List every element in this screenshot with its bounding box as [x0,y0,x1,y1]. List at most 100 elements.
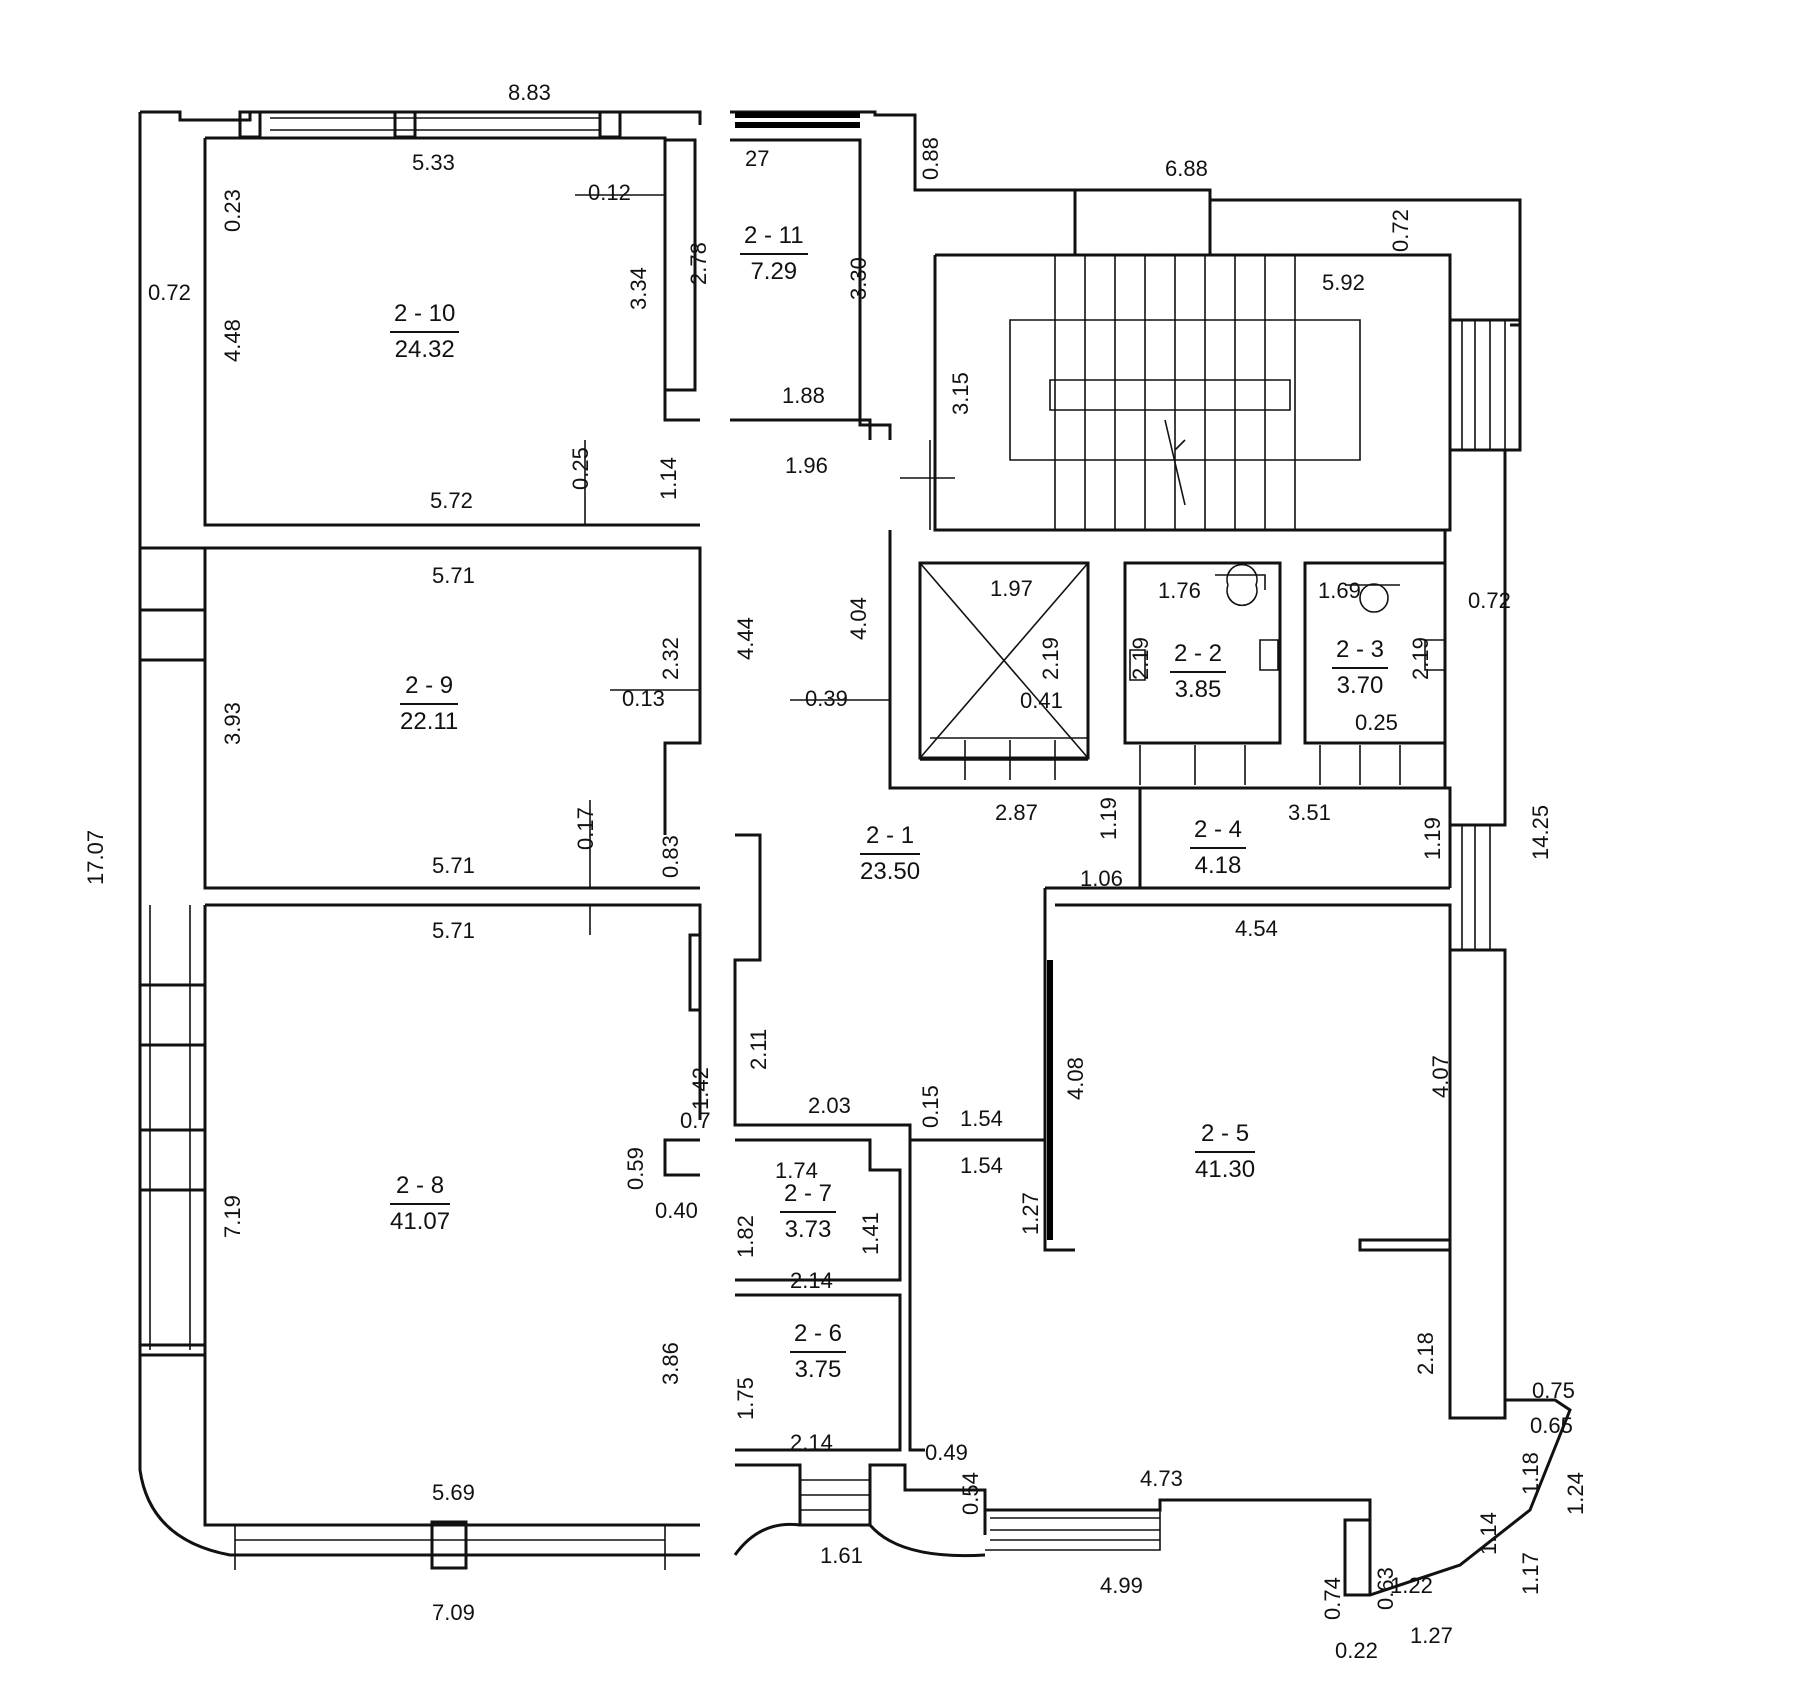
dim-label: 1.22 [1390,1573,1433,1598]
dim-label: 1.24 [1563,1472,1588,1515]
dim-label: 7.19 [220,1195,245,1238]
dim-label: 1.69 [1318,578,1361,603]
dim-label: 5.33 [412,150,455,175]
dim-label: 2.11 [746,1028,771,1070]
room-2-1-area: 23.50 [860,857,921,885]
room-2-7-id: 2 - 7 [780,1180,837,1213]
dim-label: 1.17 [1518,1552,1543,1595]
dim-label: 1.19 [1096,797,1121,840]
dim-label: 1.88 [782,383,825,408]
room-2-9-label: 2 - 9 22.11 [400,672,459,737]
room-2-11-area: 7.29 [750,257,798,285]
dim-label: 1.42 [688,1067,713,1110]
dim-label: 0.7 [680,1108,711,1133]
dim-label: 6.88 [1165,156,1208,181]
dim-label: 0.13 [622,686,665,711]
dim-label: 3.34 [626,267,651,310]
room-2-3-label: 2 - 3 3.70 [1332,636,1389,701]
room-2-9-id: 2 - 9 [400,672,459,705]
dim-label: 1.27 [1018,1192,1043,1235]
dim-label: 3.30 [846,257,871,300]
dim-label: 2.14 [790,1430,833,1455]
dim-label: 4.99 [1100,1573,1143,1598]
dim-label: 2.19 [1038,637,1063,680]
dim-label: 1.19 [1420,817,1445,860]
dim-label: 0.25 [568,447,593,490]
dim-label: 0.72 [148,280,191,305]
dim-label: 0.63 [1373,1567,1398,1610]
dim-label: 5.69 [432,1480,475,1505]
dim-label: 1.14 [656,457,681,500]
dim-label: 0.72 [1388,209,1413,252]
dim-label: 0.54 [958,1472,983,1515]
dim-label: 5.71 [432,563,475,588]
dim-label: 1.74 [775,1158,818,1183]
dim-label: 8.83 [508,80,551,105]
dim-label: 14.25 [1528,804,1553,860]
dim-label: 2.03 [808,1093,851,1118]
dim-label: 3.51 [1288,800,1331,825]
room-2-1-label: 2 - 1 23.50 [860,822,921,887]
dim-label: 0.72 [1468,588,1511,613]
dim-label: 1.54 [960,1153,1003,1178]
room-2-2-area: 3.85 [1174,675,1222,703]
room-2-6-id: 2 - 6 [790,1320,847,1353]
dim-label: 4.08 [1063,1057,1088,1100]
room-2-9-area: 22.11 [400,707,459,735]
dim-label: 1.54 [960,1106,1003,1131]
room-2-6-area: 3.75 [794,1355,842,1383]
dim-label: 4.48 [220,319,245,362]
room-2-4-id: 2 - 4 [1190,816,1247,849]
dim-label: 5.71 [432,853,475,878]
dim-label: 0.75 [1532,1378,1575,1403]
dim-label: 0.49 [925,1440,968,1465]
room-2-2-id: 2 - 2 [1170,640,1227,673]
dim-label: 3.93 [220,702,245,745]
dim-label: 1.97 [990,576,1033,601]
dim-label: 2.32 [658,637,683,680]
room-2-10-label: 2 - 10 24.32 [390,300,460,365]
dim-label: 1.76 [1158,578,1201,603]
dim-label: 5.72 [430,488,473,513]
room-2-6-label: 2 - 6 3.75 [790,1320,847,1385]
dim-label: 4.04 [846,597,871,640]
dim-label: 0.40 [655,1198,698,1223]
dim-label: 4.07 [1428,1055,1453,1098]
dim-label: 2.19 [1408,637,1433,680]
dim-label: 1.14 [1476,1512,1501,1555]
dim-label: 1.18 [1518,1452,1543,1495]
room-2-5-area: 41.30 [1195,1155,1256,1183]
dim-label: 2.19 [1128,637,1153,680]
dim-label: 0.39 [805,686,848,711]
dim-label: 0.74 [1320,1577,1345,1620]
dim-label: 7.09 [432,1600,475,1625]
dim-label: 0.88 [918,137,943,180]
room-2-7-area: 3.73 [784,1215,832,1243]
dim-label: 0.15 [918,1085,943,1128]
dim-label: 1.82 [733,1215,758,1258]
dim-label: 0.22 [1335,1638,1378,1663]
room-2-5-id: 2 - 5 [1195,1120,1256,1153]
room-2-11-id: 2 - 11 [740,222,808,255]
room-2-4-label: 2 - 4 4.18 [1190,816,1247,881]
dim-label: 0.59 [623,1147,648,1190]
left-block-walls [138,110,702,1570]
dim-label: 27 [745,146,770,171]
dim-label: 4.54 [1235,916,1278,941]
dim-label: 3.86 [658,1342,683,1385]
dim-label: 1.61 [820,1543,863,1568]
dim-label: 0.12 [588,180,631,205]
dim-label: 2.78 [686,242,711,285]
dim-label: 1.96 [785,453,828,478]
dim-label: 5.92 [1322,270,1365,295]
room-2-3-id: 2 - 3 [1332,636,1389,669]
dim-label: 5.71 [432,918,475,943]
dim-label: 0.41 [1020,688,1063,713]
room-2-3-area: 3.70 [1336,671,1384,699]
dim-label: 0.25 [1355,710,1398,735]
room-2-8-label: 2 - 8 41.07 [390,1172,451,1237]
room-2-5-label: 2 - 5 41.30 [1195,1120,1256,1185]
room-2-10-id: 2 - 10 [390,300,460,333]
dim-label: 3.15 [948,372,973,415]
